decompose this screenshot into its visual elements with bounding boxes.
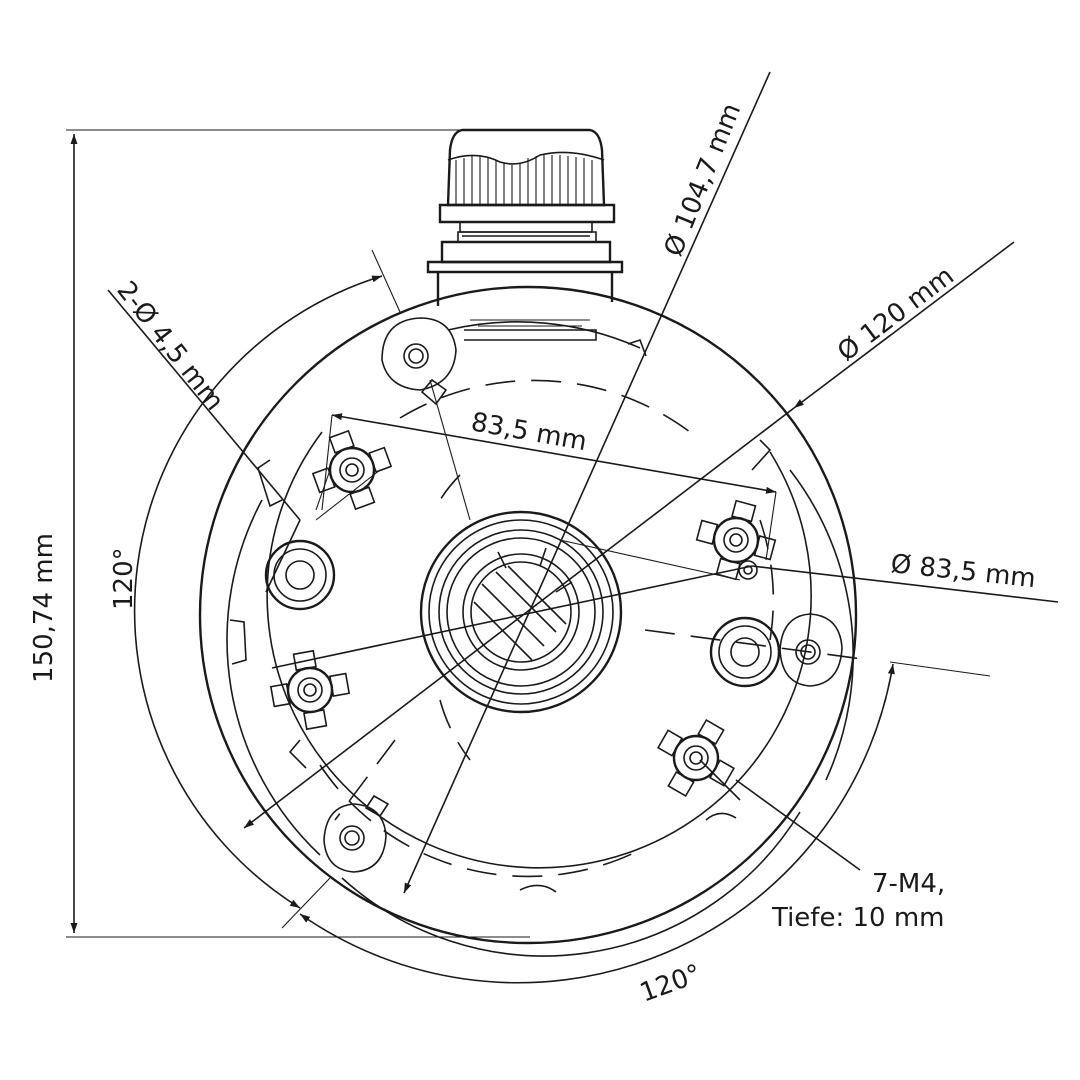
gland-knurling	[447, 151, 605, 205]
label-thread-depth: Tiefe: 10 mm	[771, 903, 944, 933]
housing	[198, 285, 871, 957]
plug-left	[264, 539, 336, 611]
label-dia-pcd: Ø 83,5 mm	[889, 549, 1037, 594]
m4-boss-2	[695, 499, 777, 581]
plug-right	[709, 616, 781, 688]
label-height: 150,74 mm	[29, 533, 59, 683]
label-angle-bottom: 120°	[636, 959, 705, 1009]
m4-boss-5	[738, 560, 758, 580]
label-dia-104: Ø 104,7 mm	[659, 99, 748, 261]
dimension-lines	[66, 71, 1059, 984]
label-thread-count: 7-M4,	[872, 869, 945, 899]
center-entry	[419, 510, 623, 714]
label-hole-dia: 2-Ø 4,5 mm	[110, 276, 229, 417]
outer-rim	[198, 285, 858, 945]
inner-wall	[266, 431, 812, 869]
m4-boss-4	[656, 718, 736, 798]
mounting-hole-top	[381, 317, 457, 406]
label-dia-120: Ø 120 mm	[832, 261, 960, 368]
cable-gland	[426, 128, 624, 306]
m4-boss-3	[269, 649, 351, 731]
label-angle-left: 120°	[109, 547, 139, 610]
